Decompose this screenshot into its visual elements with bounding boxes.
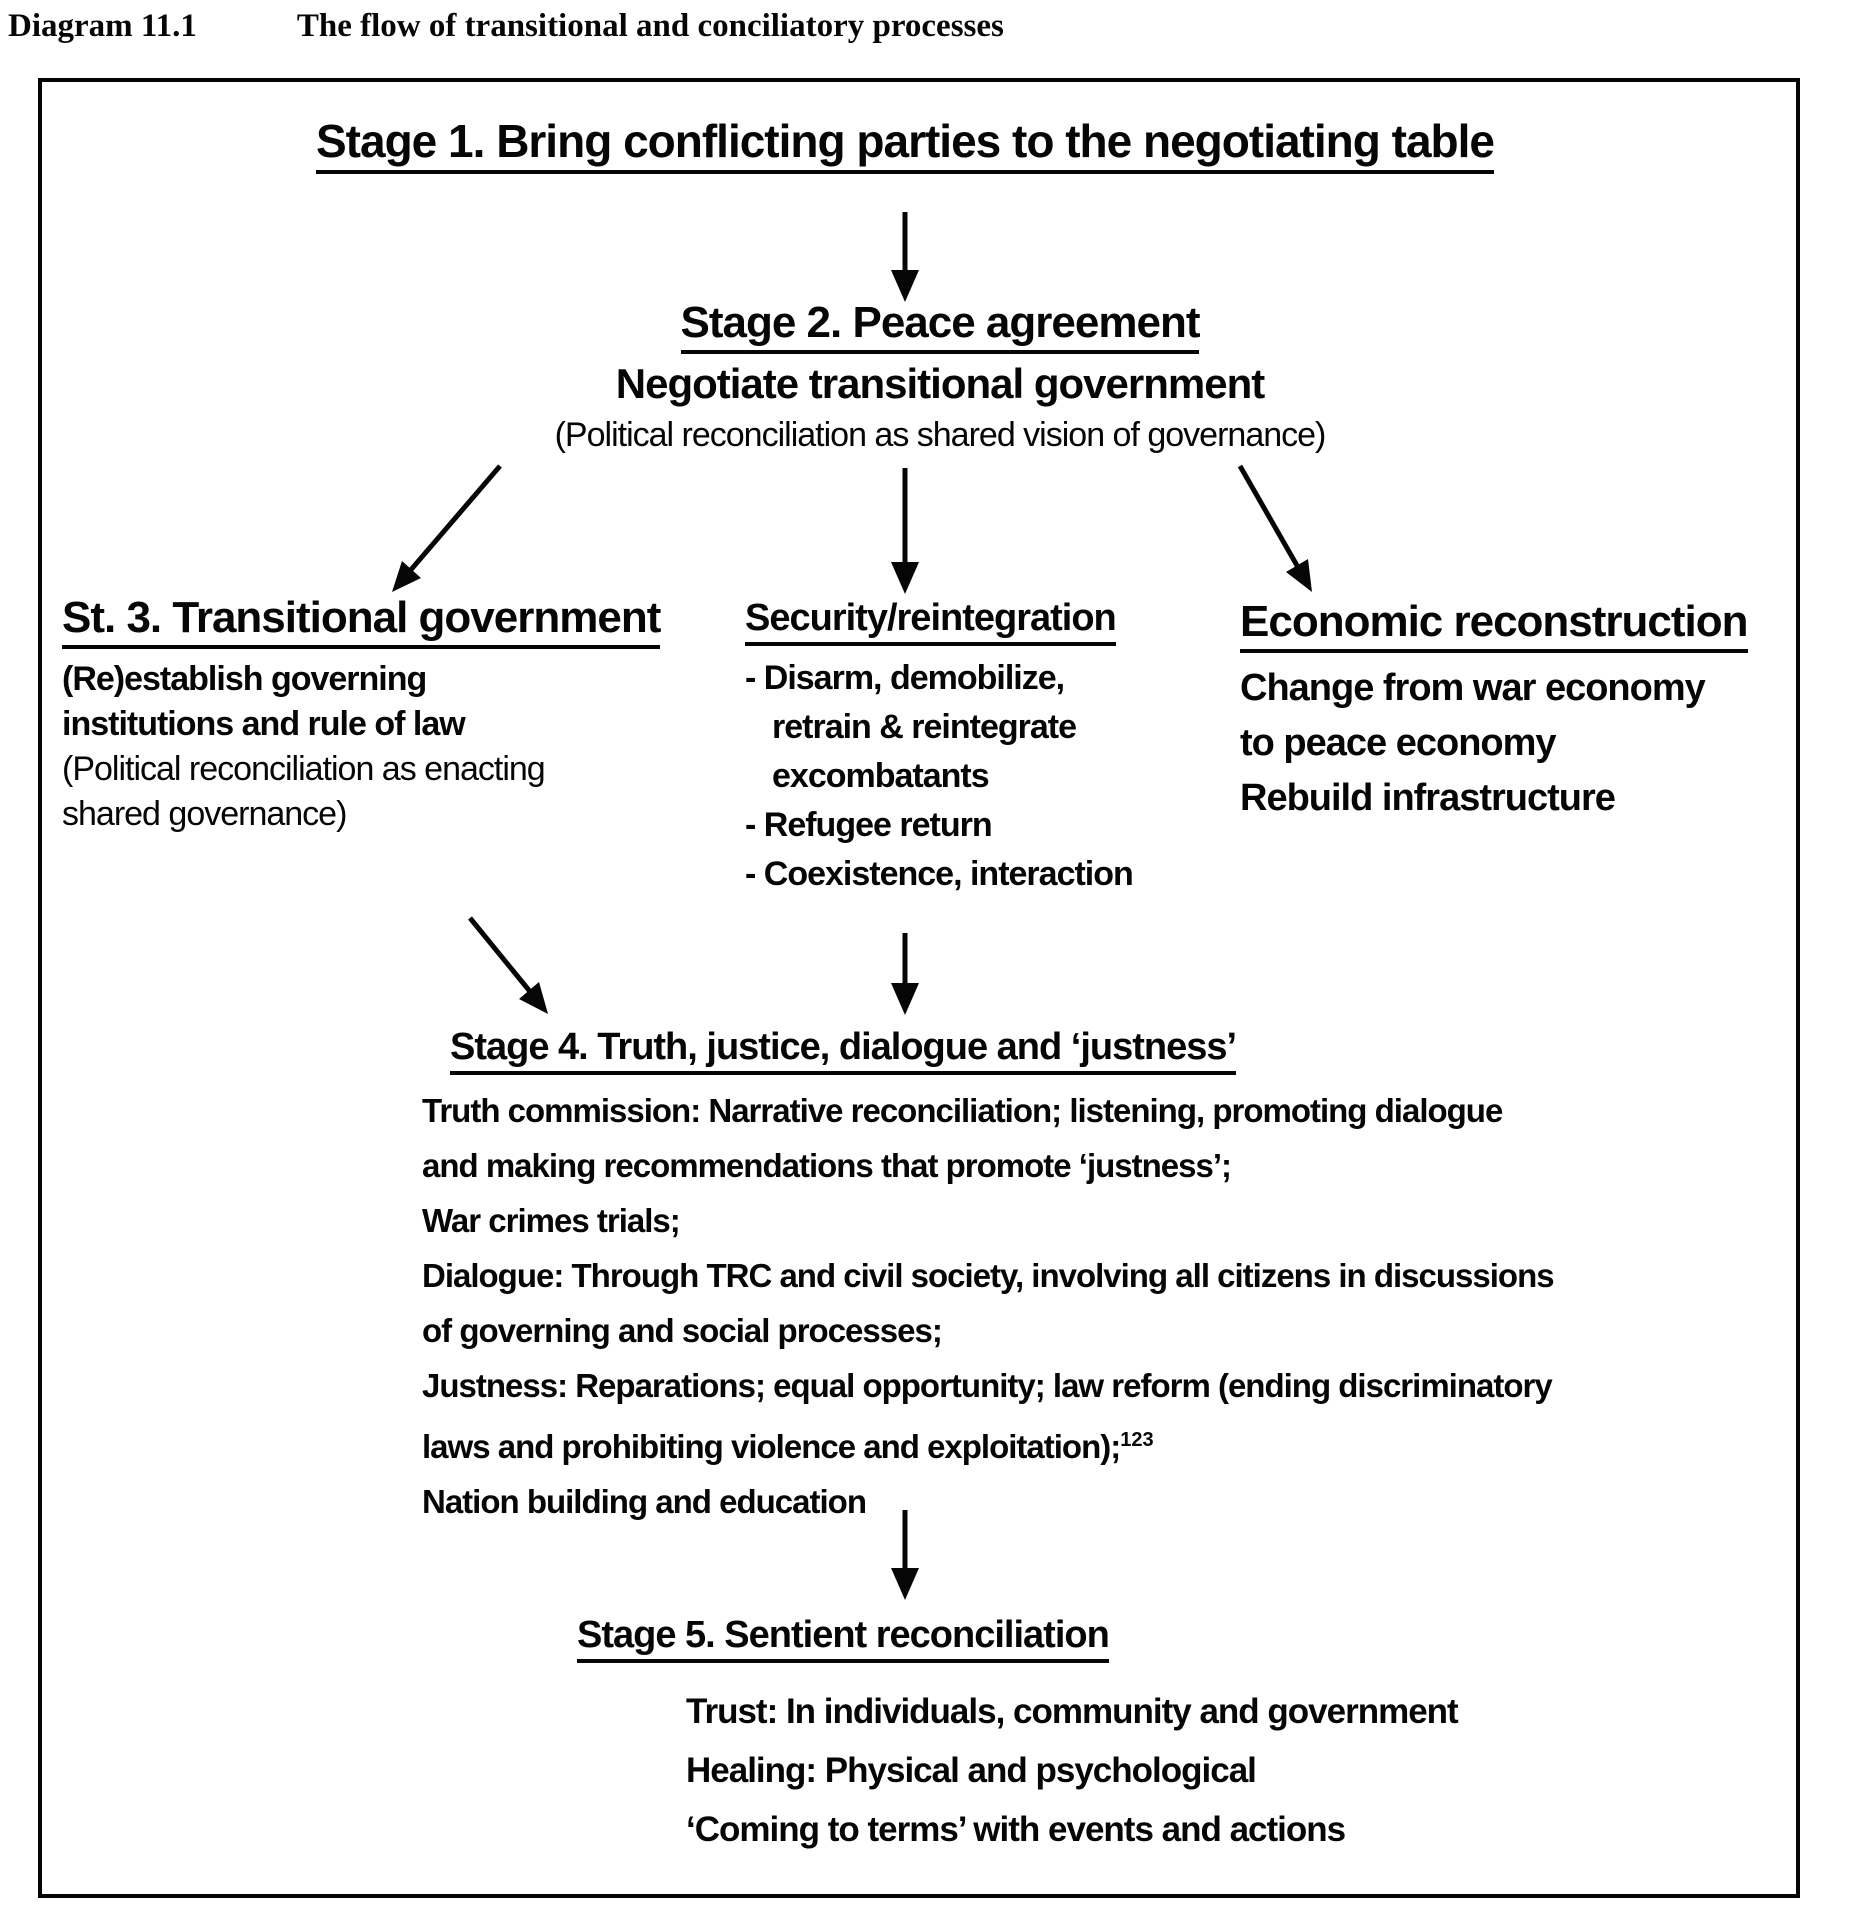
stage4-line: Justness: Reparations; equal opportunity… (422, 1367, 1553, 1404)
security-node: Security/reintegration - Disarm, demobil… (745, 597, 1230, 899)
stage4-line: laws and prohibiting violence and exploi… (422, 1428, 1121, 1465)
diagram-number-label: Diagram 11.1 (8, 8, 197, 44)
security-item: - Refugee return (745, 806, 993, 844)
stage5-line: ‘Coming to terms’ with events and action… (686, 1810, 1346, 1849)
diagram-title: The flow of transitional and conciliator… (296, 8, 1004, 44)
stage4-line: Dialogue: Through TRC and civil society,… (422, 1257, 1555, 1294)
security-item: - Coexistence, interaction (745, 855, 1134, 893)
security-item-continuation: excombatants (772, 757, 990, 795)
stage4-line: Truth commission: Narrative reconciliati… (422, 1092, 1503, 1129)
stage3-note-line: shared governance) (62, 795, 347, 833)
stage5-line: Healing: Physical and psychological (686, 1751, 1257, 1790)
stage1-node: Stage 1. Bring conflicting parties to th… (30, 114, 1780, 174)
stage5-heading: Stage 5. Sentient reconciliation (577, 1614, 1110, 1663)
diagram-caption: Diagram 11.1 The flow of transitional an… (8, 8, 1004, 45)
stage1-heading: Stage 1. Bring conflicting parties to th… (316, 114, 1495, 174)
security-item: - Disarm, demobilize, (745, 659, 1065, 697)
stage4-line: Nation building and education (422, 1483, 867, 1520)
stage2-heading-row: Stage 2. Peace agreement (60, 298, 1820, 354)
stage4-heading-row: Stage 4. Truth, justice, dialogue and ‘j… (450, 1026, 1237, 1075)
stage4-line: of governing and social processes; (422, 1312, 943, 1349)
stage3-heading-row: St. 3. Transitional government (62, 593, 767, 649)
stage5-line: Trust: In individuals, community and gov… (686, 1692, 1459, 1731)
stage3-note-line: (Political reconciliation as enacting (62, 750, 546, 788)
stage4-node: Truth commission: Narrative reconciliati… (422, 1083, 1822, 1529)
stage2-heading: Stage 2. Peace agreement (680, 298, 1200, 354)
stage3-line: (Re)establish governing (62, 660, 427, 698)
stage3-line: institutions and rule of law (62, 705, 466, 743)
stage5-node: Trust: In individuals, community and gov… (686, 1682, 1786, 1859)
stage2-subheading: Negotiate transitional government (615, 360, 1265, 407)
stage2-note: (Political reconciliation as shared visi… (554, 416, 1327, 454)
economic-node: Economic reconstruction Change from war … (1240, 597, 1805, 826)
economic-line: Rebuild infrastructure (1240, 777, 1616, 819)
stage3-node: St. 3. Transitional government (Re)estab… (62, 593, 767, 837)
stage4-line: and making recommendations that promote … (422, 1147, 1232, 1184)
economic-heading-row: Economic reconstruction (1240, 597, 1805, 653)
security-item-continuation: retrain & reintegrate (772, 708, 1077, 746)
stage2-node: Stage 2. Peace agreement Negotiate trans… (60, 298, 1820, 460)
stage5-heading-row: Stage 5. Sentient reconciliation (577, 1614, 1110, 1663)
stage4-line-with-footnote: laws and prohibiting violence and exploi… (422, 1413, 1822, 1474)
economic-heading: Economic reconstruction (1240, 597, 1749, 653)
security-heading: Security/reintegration (745, 597, 1117, 646)
economic-line: to peace economy (1240, 722, 1557, 764)
security-heading-row: Security/reintegration (745, 597, 1230, 646)
footnote-marker: 123 (1120, 1429, 1154, 1451)
stage3-heading: St. 3. Transitional government (62, 593, 661, 649)
diagram-border (38, 78, 1800, 1898)
stage4-heading: Stage 4. Truth, justice, dialogue and ‘j… (450, 1026, 1237, 1075)
stage4-line: War crimes trials; (422, 1202, 681, 1239)
economic-line: Change from war economy (1240, 667, 1706, 709)
